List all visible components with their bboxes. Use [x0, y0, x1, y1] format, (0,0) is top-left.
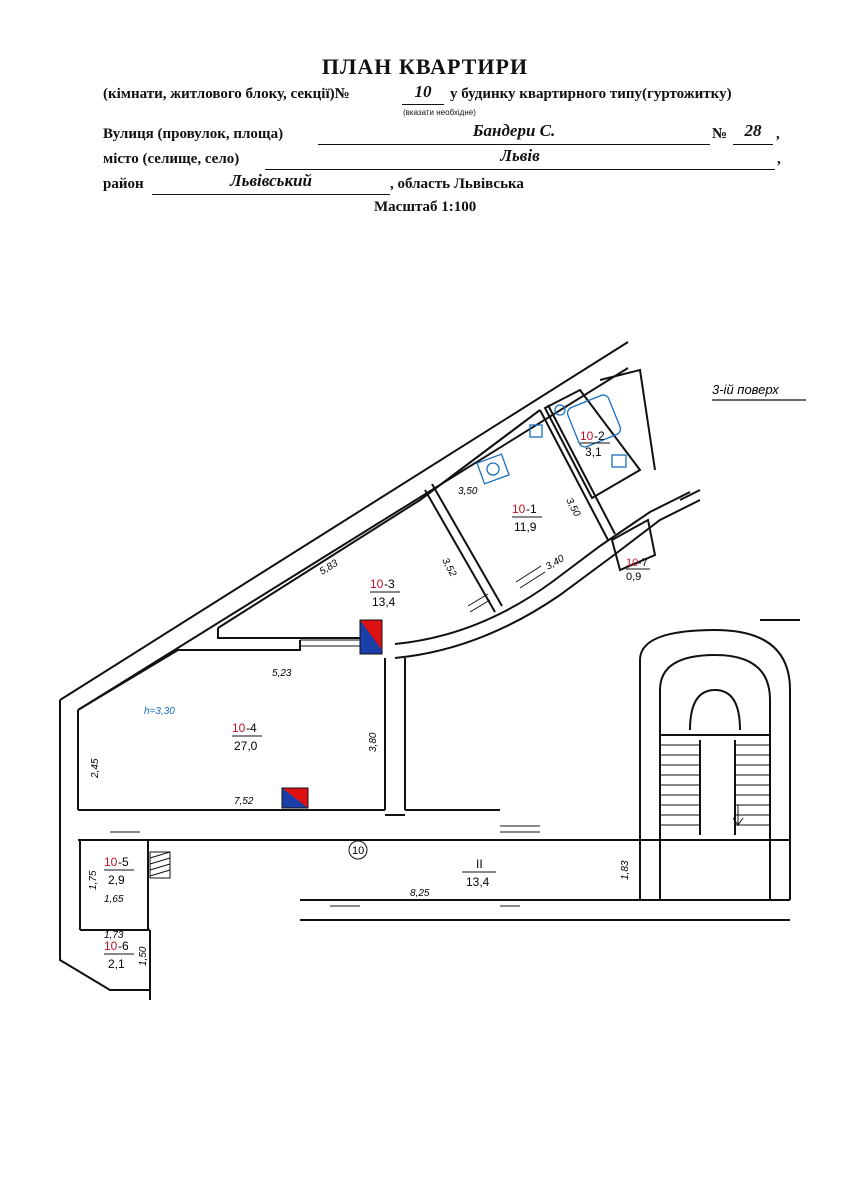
stair-treads: [660, 744, 770, 827]
svg-text:-1: -1: [526, 502, 537, 516]
region-text: , область Львівська: [390, 176, 524, 192]
svg-text:10: 10: [512, 502, 526, 516]
hatched-block: [149, 851, 171, 879]
scale-text: Масштаб 1:100: [374, 199, 477, 215]
room-10-4: 10 -4 27,0: [232, 721, 262, 753]
dimension-label: 1,65: [104, 894, 124, 905]
svg-text:10: 10: [370, 577, 384, 591]
svg-text:2,9: 2,9: [108, 873, 125, 887]
room-id: 10: [580, 429, 594, 443]
dimension-label: 3,52: [439, 556, 458, 579]
dimension-label: 1,83: [620, 860, 631, 880]
svg-text:-6: -6: [118, 939, 129, 953]
svg-text:10: 10: [104, 939, 118, 953]
room-id-suffix: -2: [594, 429, 605, 443]
room-10-3: 10 -3 13,4: [370, 577, 400, 609]
svg-text:13,4: 13,4: [466, 875, 490, 889]
dimension-label: 5,23: [272, 668, 292, 679]
hint-text: (вказати необхідне): [403, 108, 476, 117]
svg-text:10: 10: [626, 557, 638, 569]
dimension-label: 8,25: [410, 888, 430, 899]
dimension-label: 3,50: [563, 496, 582, 519]
svg-text:2,1: 2,1: [108, 957, 125, 971]
room-10-5: 10 -5 2,9: [104, 855, 134, 887]
floor-label: 3-ій поверх: [712, 382, 779, 397]
dimension-label: 3,80: [368, 732, 379, 752]
city-underline: [265, 169, 775, 170]
district-value: Львівський: [230, 171, 312, 190]
street-label: Вулиця (провулок, площа): [103, 126, 284, 142]
street-comma: ,: [776, 126, 780, 142]
house-label: №: [712, 126, 728, 142]
svg-text:0,9: 0,9: [626, 571, 641, 583]
dimension-label: 7,52: [234, 796, 254, 807]
city-comma: ,: [777, 151, 781, 167]
outer-wall-diagonal: [59, 341, 629, 701]
vent-marker-top: [359, 619, 383, 655]
svg-text:11,9: 11,9: [514, 520, 537, 534]
svg-text:27,0: 27,0: [234, 739, 258, 753]
svg-text:-4: -4: [246, 721, 257, 735]
dimension-label: 5,83: [318, 558, 341, 578]
svg-text:-5: -5: [118, 855, 129, 869]
section-line-prefix: (кімнати, житлового блоку, секції)№: [103, 86, 350, 102]
room-10-2: 10 -2 3,1: [580, 429, 610, 459]
svg-text:13,4: 13,4: [372, 595, 396, 609]
room-10-7: 10 -7 0,9: [626, 557, 650, 583]
svg-text:II: II: [476, 857, 483, 871]
room-10-1: 10 -1 11,9: [512, 502, 542, 534]
dimension-label: 2,45: [90, 758, 101, 779]
vent-marker-bottom: [281, 787, 309, 809]
dimension-label: 1,73: [104, 930, 124, 941]
bathtub-icon: [529, 394, 627, 468]
district-underline: [152, 194, 390, 195]
apartment-marker-label: 10: [352, 845, 364, 857]
city-label: місто (селище, село): [103, 151, 240, 167]
svg-text:10: 10: [232, 721, 246, 735]
page-title: ПЛАН КВАРТИРИ: [321, 54, 529, 79]
section-number-value: 10: [414, 82, 432, 101]
dimension-label: 3,50: [458, 486, 478, 497]
section-line-suffix: у будинку квартирного типу(гуртожитку): [450, 86, 732, 102]
city-value: Львів: [500, 146, 540, 165]
svg-text:-7: -7: [638, 557, 648, 569]
house-value: 28: [744, 121, 762, 140]
dimension-label: 1,75: [88, 870, 99, 890]
height-note: h=3,30: [144, 706, 175, 717]
stove-icon: [476, 453, 510, 485]
floor-plan: 3-ій поверх 10 -2 3,1 10 -1 11,9 10 -3 1…: [59, 341, 806, 1000]
dimension-label: 3,40: [544, 553, 567, 572]
windows: [110, 565, 546, 907]
svg-text:-3: -3: [384, 577, 395, 591]
street-underline: [318, 144, 710, 145]
svg-text:10: 10: [104, 855, 118, 869]
dimension-label: 1,50: [138, 946, 149, 966]
room-II: II 13,4: [462, 857, 496, 889]
house-underline: [733, 144, 773, 145]
section-number-underline: [402, 104, 444, 105]
room-10-6: 10 -6 2,1: [104, 939, 134, 971]
district-label: район: [103, 176, 144, 192]
apartment-marker: [348, 840, 368, 860]
street-value: Бандери С.: [472, 121, 556, 140]
room-area: 3,1: [585, 445, 602, 459]
